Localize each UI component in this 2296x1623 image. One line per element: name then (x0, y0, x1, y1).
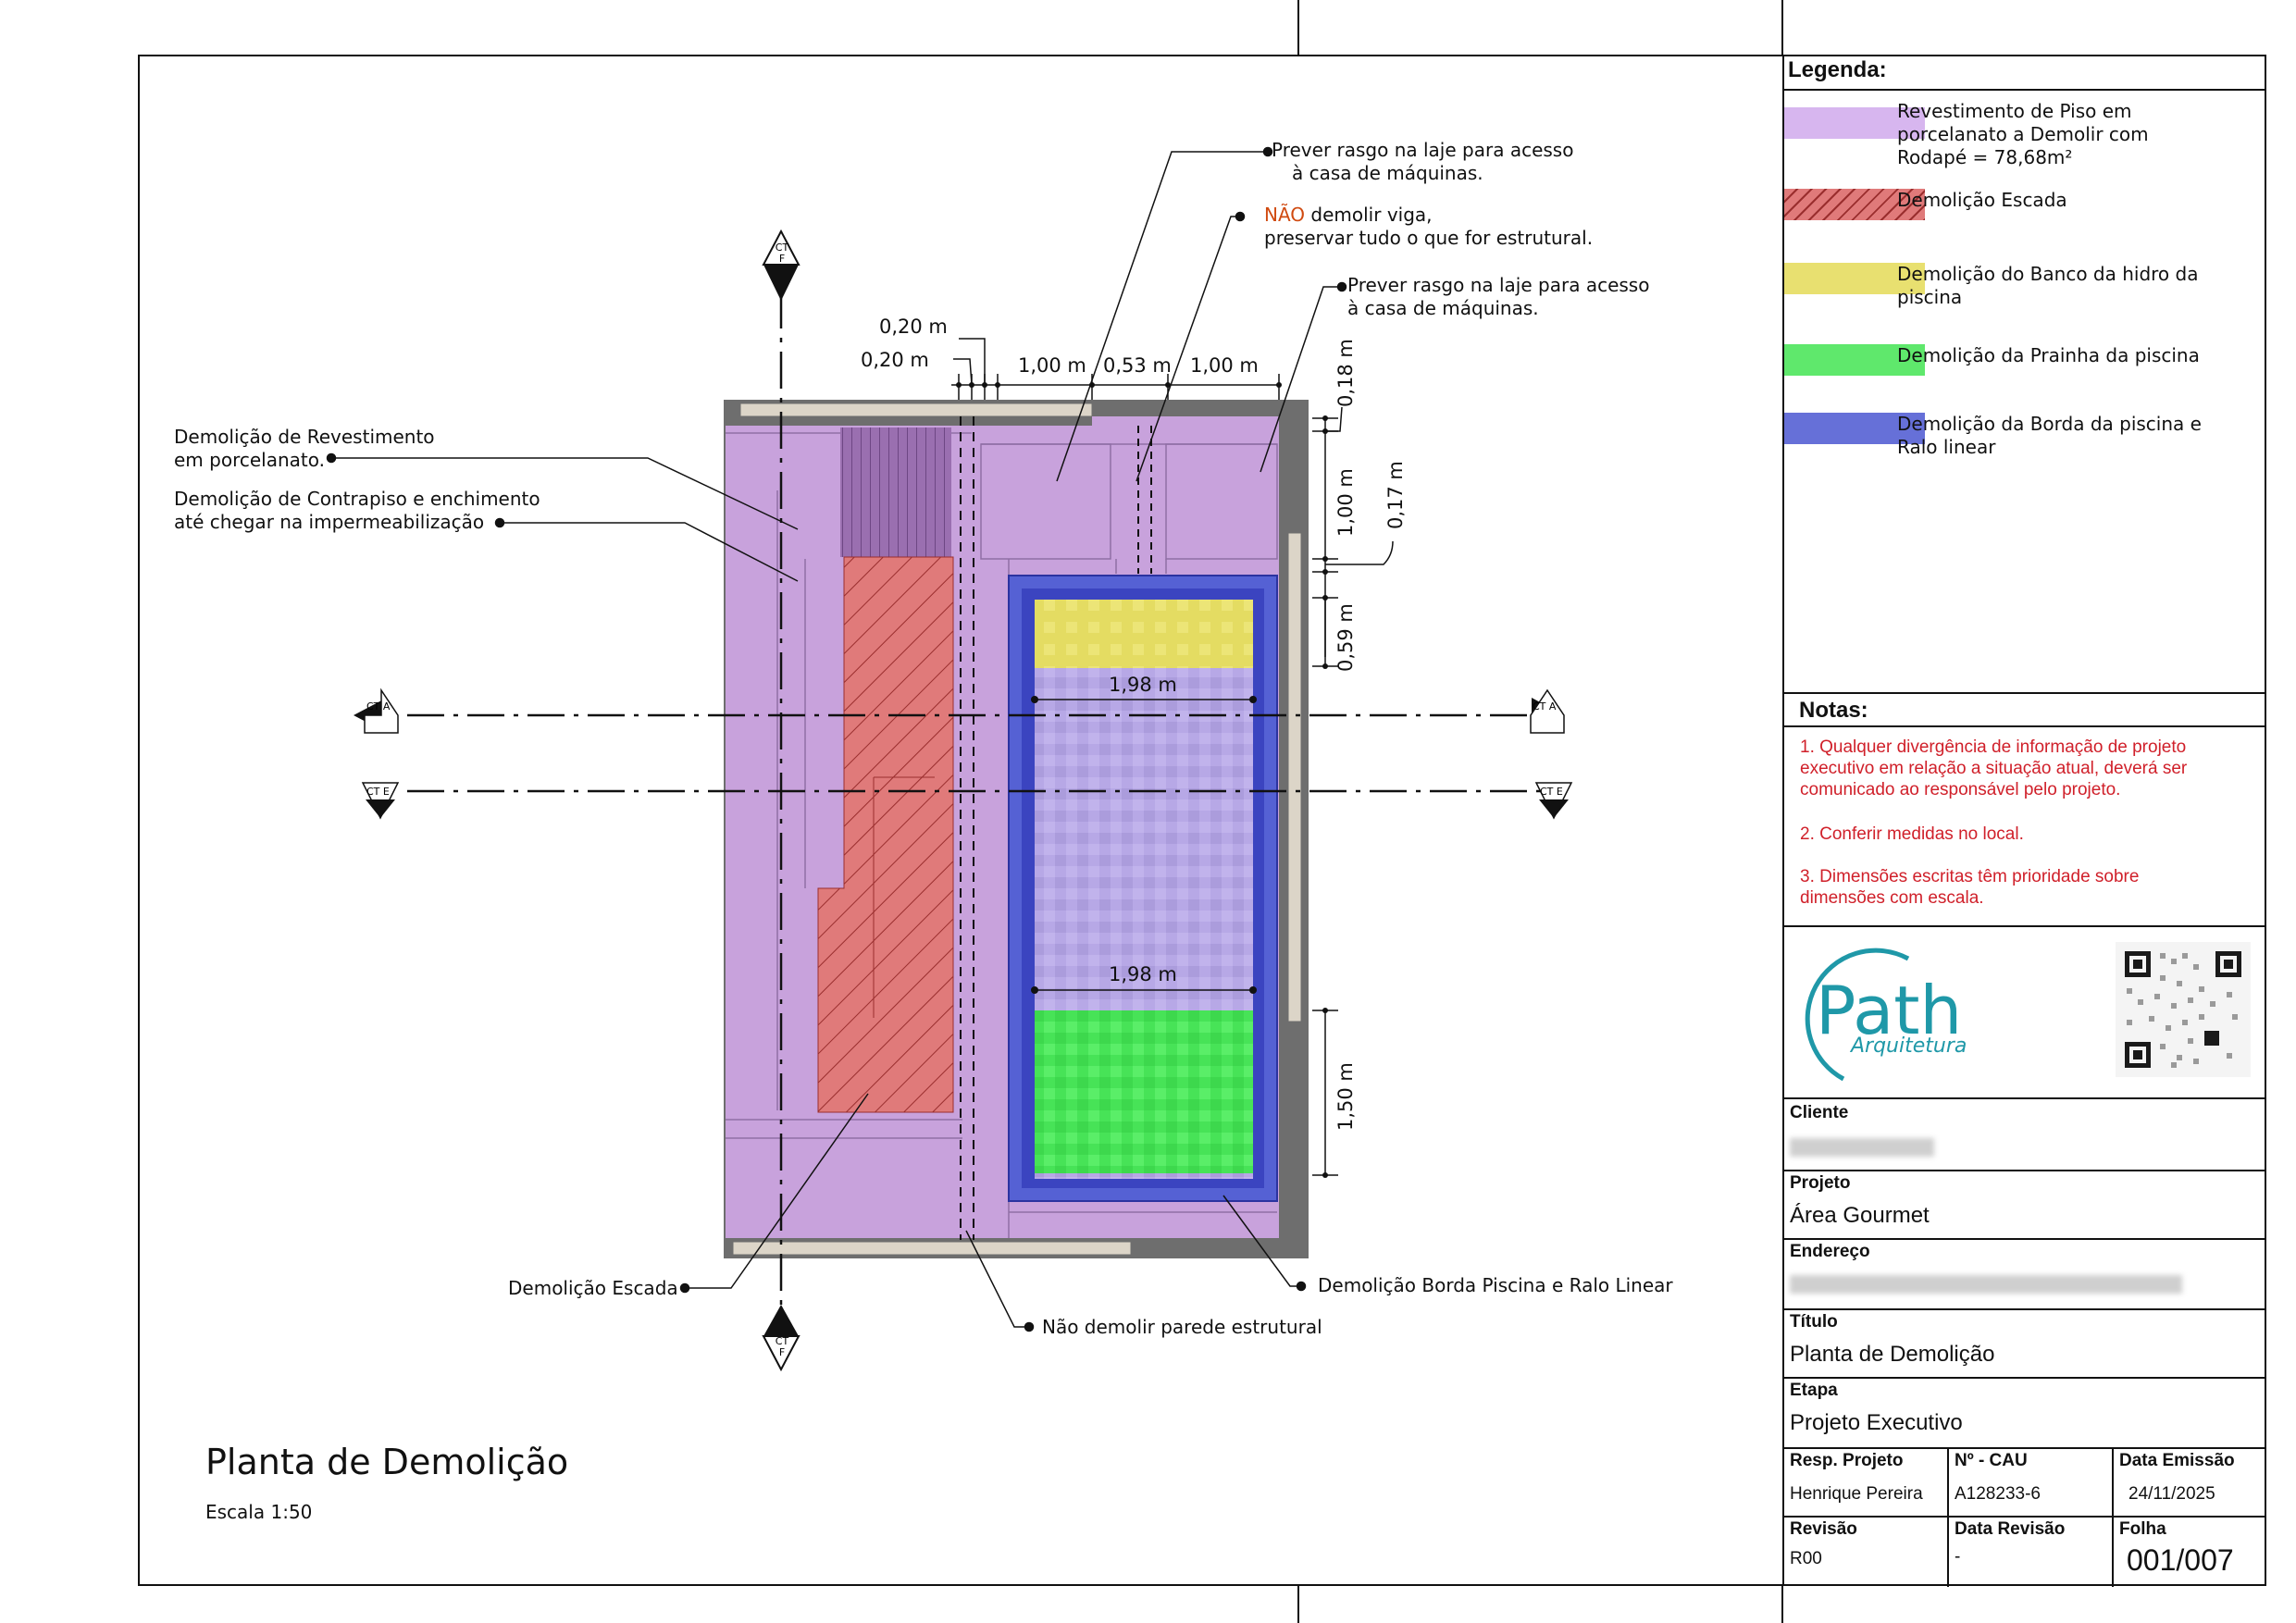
section-marker-left-e (361, 782, 400, 820)
dim-0-53: 0,53 m (1103, 354, 1172, 377)
legend-label: Revestimento de Piso em porcelanato a De… (1897, 100, 2149, 168)
tb-projeto-label: Projeto (1790, 1173, 1851, 1193)
section-right-a-label: CT A (1533, 700, 1557, 712)
logo-panel: Path Arquitetura (1782, 925, 2265, 1097)
tb-titulo-label: Título (1790, 1312, 1838, 1332)
dim-0-17: 0,17 m (1384, 461, 1407, 529)
note-borda-piscina: Demolição Borda Piscina e Ralo Linear (1318, 1274, 1673, 1296)
section-left-e-label: CT E (366, 786, 390, 798)
dim-1-00-v: 1,00 m (1334, 468, 1357, 537)
tb-cliente-label: Cliente (1790, 1103, 1849, 1122)
note-parede-estrutural: Não demolir parede estrutural (1042, 1316, 1322, 1338)
section-marker-top (762, 229, 800, 301)
notes-panel: Notas: 1. Qualquer divergência de inform… (1782, 692, 2265, 925)
tb-endereco-label: Endereço (1790, 1242, 1870, 1261)
section-marker-bottom (762, 1305, 800, 1372)
tb-emissao-label: Data Emissão (2119, 1451, 2235, 1470)
section-marker-left-a (354, 688, 399, 734)
logo-name: Path (1816, 972, 1963, 1049)
logo-subtitle: Arquitetura (1851, 1035, 1967, 1058)
tb-etapa-value: Projeto Executivo (1790, 1410, 1963, 1435)
dim-0-59: 0,59 m (1334, 603, 1357, 672)
section-right-e-label: CT E (1540, 786, 1563, 798)
tb-resp-label: Resp. Projeto (1790, 1451, 1904, 1470)
legend-panel: Legenda: (1782, 56, 2265, 692)
legend-label: Demolição da Prainha da piscina (1897, 344, 2200, 366)
dim-0-20-b: 0,20 m (861, 349, 929, 371)
note-3: 3. Dimensões escritas têm prioridade sob… (1800, 867, 2140, 908)
tb-cau-label: Nº - CAU (1955, 1451, 2028, 1470)
dim-1-98-b: 1,98 m (1109, 963, 1177, 985)
stair-demolition-hatch (818, 557, 953, 1112)
dim-1-50: 1,50 m (1334, 1062, 1357, 1131)
pool-bench-demolition (1035, 600, 1253, 668)
tb-endereco-value-redacted (1790, 1275, 2182, 1294)
legend-swatch (1784, 107, 1925, 139)
legend-label: Demolição da Borda da piscina e Ralo lin… (1897, 413, 2202, 458)
drawing-title: Planta de Demolição (205, 1442, 569, 1482)
pool-beach-demolition (1035, 1010, 1253, 1173)
legend-swatch (1784, 413, 1925, 444)
note-2: 2. Conferir medidas no local. (1800, 824, 2024, 844)
dim-0-20-a: 0,20 m (879, 316, 948, 338)
legend-swatch (1784, 263, 1925, 294)
tb-folha-value: 001/007 (2127, 1543, 2234, 1577)
section-marker-right-e (1534, 782, 1573, 820)
note-escada: Demolição Escada (508, 1277, 678, 1299)
tb-folha-label: Folha (2119, 1519, 2166, 1539)
qr-code-icon (2116, 942, 2251, 1077)
dim-0-18: 0,18 m (1334, 339, 1357, 407)
dim-1-00-b: 1,00 m (1190, 354, 1259, 377)
tb-data-revisao-value: - (1955, 1547, 1961, 1567)
tb-projeto-value: Área Gourmet (1790, 1203, 1930, 1228)
legend-label: Demolição do Banco da hidro da piscina (1897, 263, 2199, 308)
tb-resp-value: Henrique Pereira (1790, 1484, 1923, 1504)
tb-titulo-value: Planta de Demolição (1790, 1342, 1995, 1367)
tb-cliente-value-redacted (1790, 1138, 1934, 1157)
dim-1-98-a: 1,98 m (1109, 674, 1177, 696)
tb-cau-value: A128233-6 (1955, 1484, 2041, 1504)
title-block: Cliente Projeto Área Gourmet Endereço Tí… (1782, 1097, 2265, 1587)
legend-label: Demolição Escada (1897, 189, 2067, 211)
note-1: 1. Qualquer divergência de informação de… (1800, 737, 2188, 799)
section-left-a-label: CT A (366, 700, 391, 712)
stair-upper-steps (840, 427, 951, 557)
tb-emissao-value: 24/11/2025 (2128, 1484, 2215, 1504)
tb-data-revisao-label: Data Revisão (1955, 1519, 2066, 1539)
legend-title: Legenda: (1788, 57, 1887, 82)
tb-etapa-label: Etapa (1790, 1381, 1838, 1400)
legend-swatch (1784, 344, 1925, 376)
notes-title: Notas: (1799, 698, 1868, 723)
section-marker-right-a (1530, 688, 1565, 734)
tb-revisao-value: R00 (1790, 1549, 1822, 1568)
tb-revisao-label: Revisão (1790, 1519, 1857, 1539)
dim-1-00-a: 1,00 m (1018, 354, 1086, 377)
sheet-border (138, 55, 2266, 1586)
note-viga: NÃO demolir viga,preservar tudo o que fo… (1264, 204, 1594, 249)
drawing-scale: Escala 1:50 (205, 1501, 313, 1523)
path-logo (1805, 948, 1910, 1082)
legend-swatch (1784, 189, 1925, 220)
